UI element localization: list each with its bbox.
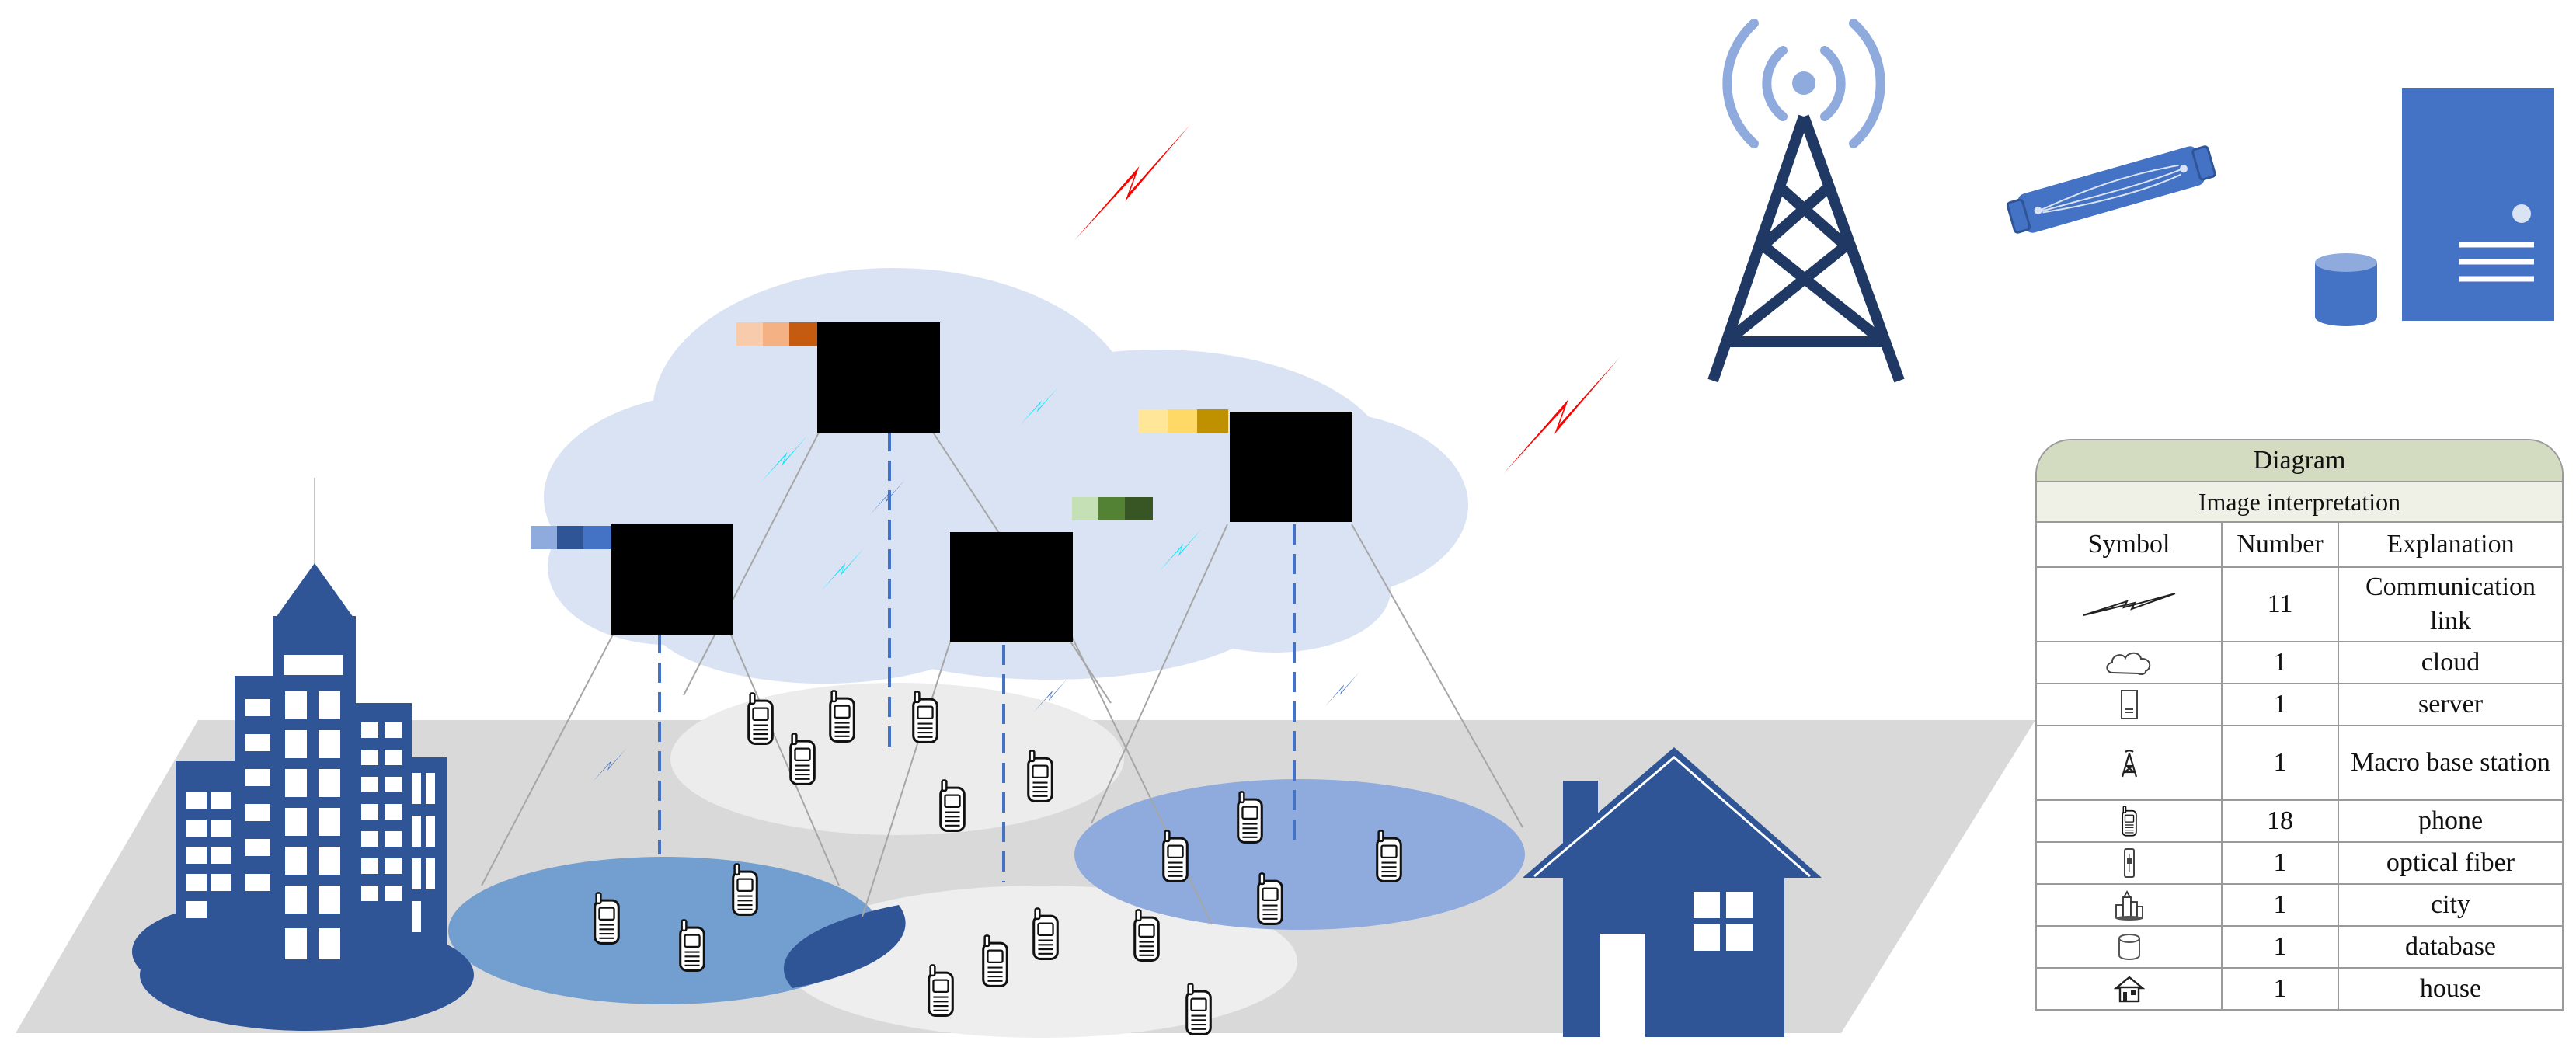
legend-row-database: 1 database [2037, 925, 2562, 969]
legend-explanation: Communication link [2338, 566, 2562, 642]
legend-number: 18 [2221, 799, 2339, 843]
legend-symbol [2037, 841, 2223, 885]
swatch-green [1072, 497, 1153, 520]
coverage-overlap [783, 905, 906, 988]
database-icon [2118, 934, 2140, 960]
legend-number: 1 [2221, 641, 2339, 684]
legend-subtitle: Image interpretation [2037, 482, 2562, 523]
phone-icon [789, 732, 816, 786]
legend-symbol [2037, 925, 2223, 969]
legend-explanation: Macro base station [2338, 725, 2562, 801]
legend-title: Diagram [2037, 440, 2562, 482]
phone-icon [928, 963, 954, 1018]
legend-symbol [2037, 967, 2223, 1009]
legend-header-symbol: Symbol [2037, 523, 2223, 568]
database-icon [2315, 253, 2377, 326]
legend-symbol [2037, 566, 2223, 642]
phone-icon [1376, 829, 1402, 883]
legend-row-macro-base-station: 1 Macro base station [2037, 725, 2562, 801]
legend-row-house: 1 house [2037, 967, 2562, 1009]
legend-explanation: city [2338, 883, 2562, 927]
legend-row-phone: 18 phone [2037, 799, 2562, 843]
legend-number: 1 [2221, 725, 2339, 801]
phone-icon [1185, 982, 1212, 1036]
optical-fiber-icon [2123, 848, 2135, 878]
legend-row-city: 1 city [2037, 883, 2562, 927]
phone-icon [2121, 806, 2137, 837]
phone-icon [679, 918, 705, 973]
legend-panel: Diagram Image interpretation Symbol Numb… [2035, 439, 2564, 1011]
swatch-yellow [1138, 409, 1228, 433]
phone-icon [912, 690, 938, 744]
house-icon [1523, 747, 1822, 1037]
optical-fiber-icon [2006, 145, 2216, 234]
legend-explanation: server [2338, 683, 2562, 726]
legend-header-row: Symbol Number Explanation [2037, 523, 2562, 568]
phone-icon [1162, 829, 1189, 883]
legend-explanation: database [2338, 925, 2562, 969]
legend-symbol [2037, 725, 2223, 801]
phone-icon [982, 934, 1008, 988]
communication-link-icon [2083, 593, 2175, 616]
legend-symbol [2037, 683, 2223, 726]
phone-icon [747, 691, 774, 746]
legend-row-optical-fiber: 1 optical fiber [2037, 841, 2562, 885]
phone-icon [594, 891, 620, 945]
edge-node-3 [611, 524, 733, 635]
swatch-orange [736, 322, 817, 346]
coverage-area-2 [785, 886, 1297, 1038]
legend-number: 1 [2221, 841, 2339, 885]
legend-number: 1 [2221, 883, 2339, 927]
legend-row-communication-link: 11 Communication link [2037, 566, 2562, 642]
legend-table: Symbol Number Explanation 11 Communicati… [2037, 523, 2562, 1009]
legend-number: 1 [2221, 683, 2339, 726]
phone-icon [1237, 790, 1263, 844]
phone-icon [1032, 907, 1059, 961]
legend-symbol [2037, 799, 2223, 843]
server-icon [2120, 690, 2138, 719]
legend-explanation: optical fiber [2338, 841, 2562, 885]
phone-icon [939, 778, 966, 833]
edge-node-2 [1230, 412, 1352, 522]
legend-symbol [2037, 883, 2223, 927]
coverage-area-3 [448, 857, 880, 1004]
edge-node-1 [817, 322, 940, 433]
communication-link-icon [1325, 672, 1359, 707]
legend-row-cloud: 1 cloud [2037, 641, 2562, 684]
coverage-area-1 [670, 683, 1124, 835]
macro-base-station-icon [1707, 19, 1905, 383]
legend-header-explanation: Explanation [2338, 523, 2562, 568]
swatch-blue [531, 526, 611, 549]
phone-icon [1133, 908, 1160, 962]
city-icon [2115, 890, 2143, 921]
legend-header-number: Number [2221, 523, 2339, 568]
communication-link-icon [1503, 357, 1620, 474]
legend-symbol [2037, 641, 2223, 684]
edge-node-4 [950, 532, 1073, 642]
server-icon [2402, 88, 2554, 321]
phone-icon [1257, 872, 1283, 926]
cloud-icon [2105, 652, 2150, 675]
phone-icon [732, 862, 758, 917]
phone-icon [1027, 749, 1053, 803]
legend-number: 1 [2221, 925, 2339, 969]
legend-explanation: house [2338, 967, 2562, 1009]
vertical-links [658, 431, 1296, 882]
phone-icon [829, 689, 855, 743]
legend-explanation: phone [2338, 799, 2562, 843]
legend-row-server: 1 server [2037, 683, 2562, 726]
coverage-area-4 [1074, 779, 1525, 930]
house-icon [2113, 976, 2145, 1003]
legend-number: 11 [2221, 566, 2339, 642]
macro-base-station-icon [2121, 750, 2137, 778]
city-icon [132, 478, 474, 1031]
legend-explanation: cloud [2338, 641, 2562, 684]
legend-number: 1 [2221, 967, 2339, 1009]
communication-link-icon [1074, 124, 1191, 241]
